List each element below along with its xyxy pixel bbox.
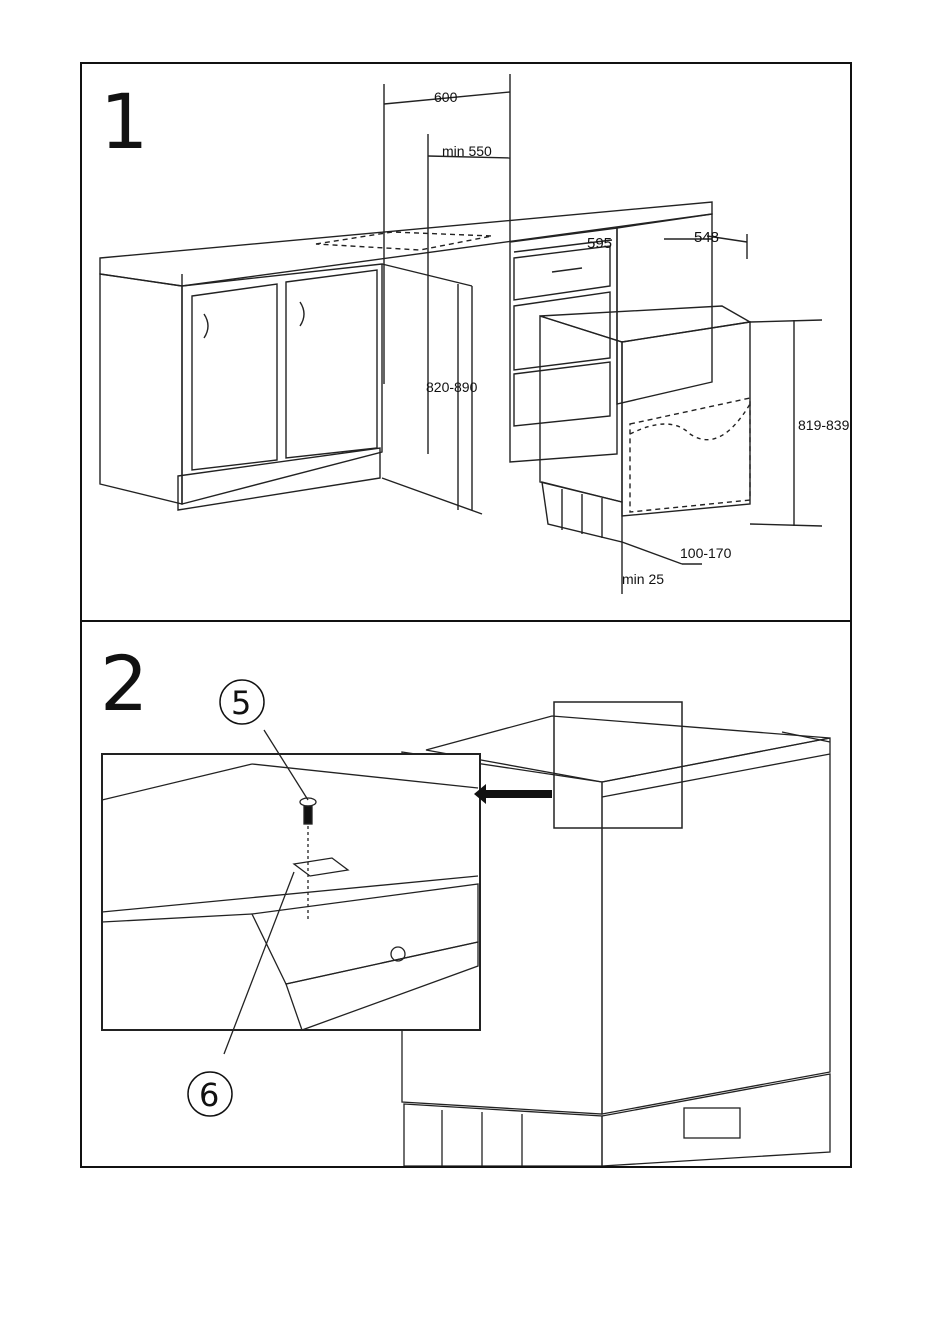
dim-100-170: 100-170 [680,545,732,561]
dim-min-25: min 25 [622,571,664,587]
drawer-3 [514,362,610,426]
decor-door-outline [630,398,750,512]
fridge-front [622,322,750,516]
cabinet-door-left [192,284,277,470]
door-handle-left [204,314,208,338]
dim-min-550: min 550 [442,143,492,159]
control-panel [684,1108,740,1138]
cabinet-door-right [286,270,377,458]
countertop [100,202,712,286]
fridge-top-view [426,716,830,782]
detail-inset-frame [102,754,480,1030]
screw-part-5 [304,806,312,824]
cabinet-right [510,228,617,462]
dim-600: 600 [434,89,458,105]
callout-label-5: 5 [231,684,251,722]
fridge-ventilation [602,1074,830,1166]
door-handle-right [300,302,304,326]
dim-819-839: 819-839 [798,417,850,433]
dim-820-890: 820-890 [426,379,478,395]
fridge-top [540,306,750,342]
fridge-door [602,738,830,1114]
installation-dimensions-diagram: 600 min 550 595 548 820-890 819-839 100-… [82,64,850,620]
mounting-bracket-diagram: 5 6 [82,622,850,1166]
drawer-1 [514,246,610,300]
fridge-plinth [404,1104,602,1166]
dim-548: 548 [694,229,719,246]
zoom-arrow-icon [474,784,552,804]
drawer-2 [514,292,610,370]
step-2-panel: 2 [80,620,852,1168]
step-1-panel: 1 [80,62,852,622]
callout-label-6: 6 [199,1076,219,1114]
dim-595: 595 [587,235,612,252]
cabinet-left-side [100,274,182,504]
